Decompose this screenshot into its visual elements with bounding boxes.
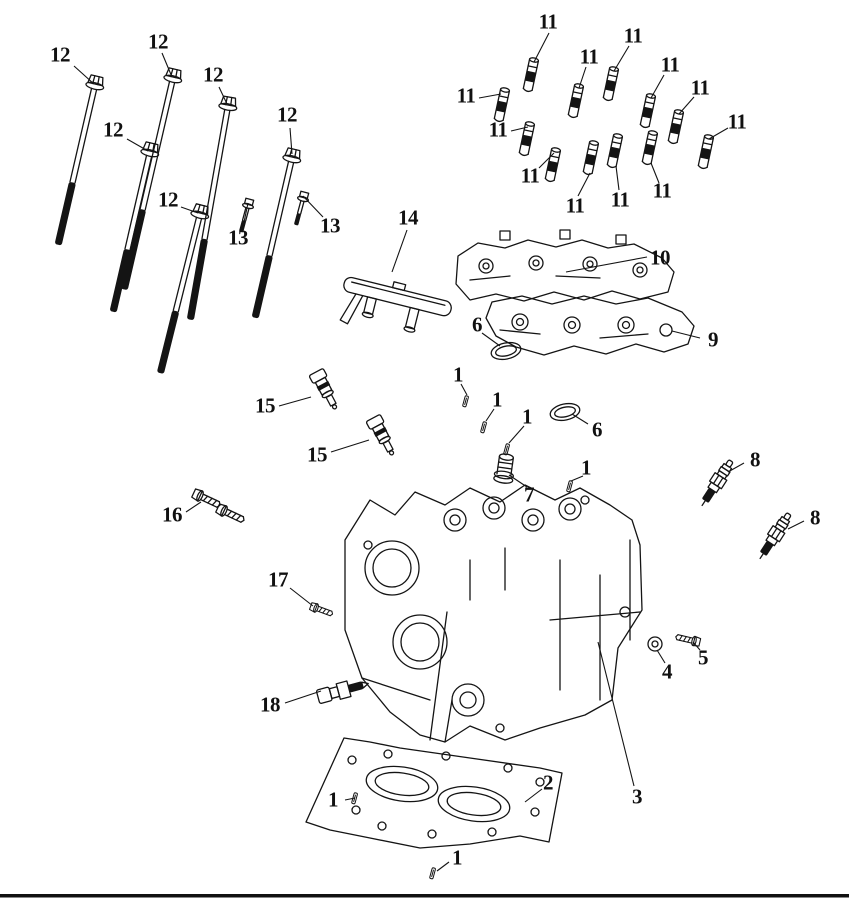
- part-small-bolts: [190, 487, 247, 527]
- callout-1-b: 1: [492, 387, 503, 412]
- callout-12-d: 12: [203, 62, 224, 87]
- callout-1-c: 1: [522, 404, 533, 429]
- callout-11-l: 11: [652, 178, 672, 203]
- callout-11-k: 11: [610, 187, 630, 212]
- part-spark-plugs: [695, 456, 796, 563]
- part-fuel-rail: [339, 276, 452, 333]
- callout-15-b: 15: [307, 442, 328, 467]
- part-camshaft-holder: [455, 229, 675, 302]
- callout-11-f: 11: [690, 75, 710, 100]
- part-cam-cover: [485, 295, 695, 356]
- callout-3: 3: [632, 784, 643, 809]
- callout-11-g: 11: [488, 117, 508, 142]
- part-bolt-5: [674, 631, 702, 648]
- part-bolt-17: [308, 601, 335, 619]
- callout-11-i: 11: [520, 163, 540, 188]
- callout-11-h: 11: [727, 109, 747, 134]
- callout-12-f: 12: [277, 102, 298, 127]
- callout-1-f: 1: [452, 845, 463, 870]
- part-washer: [647, 636, 663, 652]
- callout-1-d: 1: [581, 455, 592, 480]
- callout-5: 5: [698, 645, 709, 670]
- callout-11-c: 11: [579, 44, 599, 69]
- callout-1-e: 1: [328, 787, 339, 812]
- part-head-bolts: [48, 66, 304, 376]
- callout-16: 16: [162, 502, 183, 527]
- callout-17: 17: [268, 567, 289, 592]
- callout-11-j: 11: [565, 193, 585, 218]
- leader-lines: [73, 32, 805, 872]
- callout-11-a: 11: [538, 9, 558, 34]
- part-temp-sensor: [315, 680, 369, 704]
- footer-rule: [0, 894, 849, 898]
- part-injector-cup: [493, 453, 514, 484]
- callout-15-a: 15: [255, 393, 276, 418]
- callout-10: 10: [650, 245, 671, 270]
- callout-14: 14: [398, 205, 419, 230]
- callout-9: 9: [708, 327, 719, 352]
- callout-6-a: 6: [472, 312, 483, 337]
- callout-1-a: 1: [453, 362, 464, 387]
- callout-8-a: 8: [750, 447, 761, 472]
- callout-12-e: 12: [158, 187, 179, 212]
- callout-13-b: 13: [320, 213, 341, 238]
- part-dowel-pins: [351, 395, 574, 880]
- part-head-gasket: [305, 737, 563, 849]
- callout-13-a: 13: [228, 225, 249, 250]
- callout-12-c: 12: [103, 117, 124, 142]
- callout-18: 18: [260, 692, 281, 717]
- callout-11-d: 11: [456, 83, 476, 108]
- callout-2: 2: [543, 770, 554, 795]
- callout-4: 4: [662, 659, 673, 684]
- callout-7: 7: [524, 482, 535, 507]
- part-cylinder-head: [344, 484, 643, 743]
- callout-6-b: 6: [592, 417, 603, 442]
- callout-12-a: 12: [50, 42, 71, 67]
- callout-12-b: 12: [148, 29, 169, 54]
- callout-11-b: 11: [623, 23, 643, 48]
- callout-8-b: 8: [810, 505, 821, 530]
- callout-11-e: 11: [660, 52, 680, 77]
